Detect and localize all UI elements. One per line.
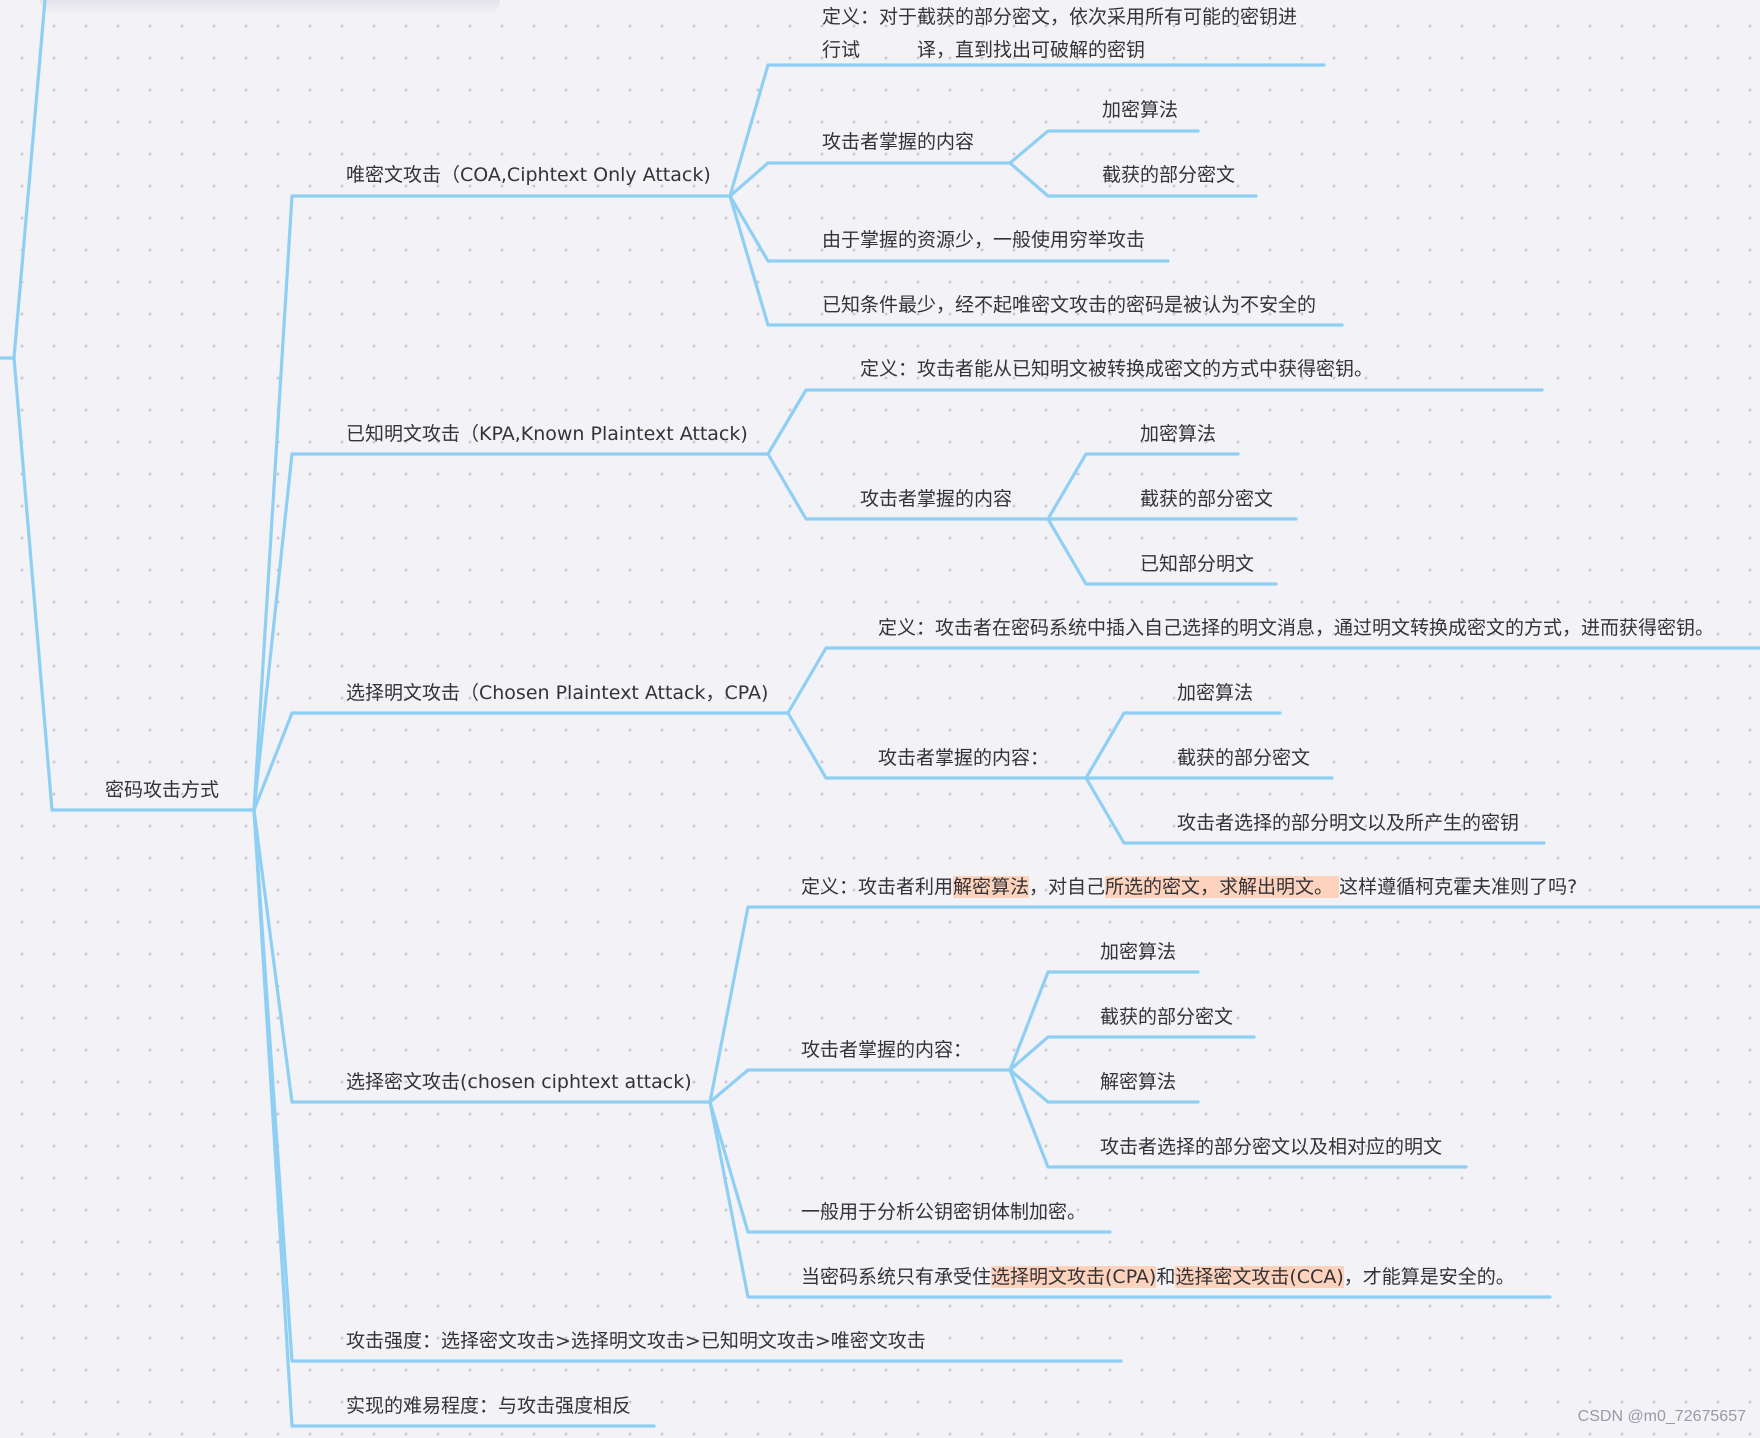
node-cca-attacker-knows[interactable]: 攻击者掌握的内容： <box>801 1039 973 1061</box>
node-kpa-known-plaintext[interactable]: 已知部分明文 <box>1140 553 1255 575</box>
node-cca-decryption-algorithm[interactable]: 解密算法 <box>1100 1071 1177 1093</box>
node-kpa-attacker-knows[interactable]: 攻击者掌握的内容 <box>860 488 1013 510</box>
node-coa-intercepted-ciphertext[interactable]: 截获的部分密文 <box>1102 164 1236 186</box>
edge-cca-public-key <box>708 1100 1112 1234</box>
edge-root <box>12 356 256 812</box>
node-cpa-attacker-knows[interactable]: 攻击者掌握的内容： <box>878 747 1050 769</box>
edge-cpa-definition <box>786 646 1760 715</box>
node-coa[interactable]: 唯密文攻击（COA,Ciphtext Only Attack) <box>346 164 711 186</box>
node-coa-encryption-algorithm[interactable]: 加密算法 <box>1102 99 1179 121</box>
edge-coa-attacker-knows <box>728 161 1012 198</box>
node-cpa-definition[interactable]: 定义：攻击者在密码系统中插入自己选择的明文消息，通过明文转换成密文的方式，进而获… <box>878 617 1715 639</box>
node-cca-encryption-algorithm[interactable]: 加密算法 <box>1100 941 1177 963</box>
node-coa-attacker-knows[interactable]: 攻击者掌握的内容 <box>822 131 975 153</box>
edge-kpa-encryption-algorithm <box>1046 452 1240 521</box>
edge-coa-intercepted-ciphertext <box>1008 161 1258 198</box>
node-cca-security-condition[interactable]: 当密码系统只有承受住选择明文攻击(CPA)和选择密文攻击(CCA)，才能算是安全… <box>801 1266 1515 1288</box>
watermark: CSDN @m0_72675657 <box>1577 1408 1746 1425</box>
edge-cpa-encryption-algorithm <box>1084 711 1282 780</box>
edge-kpa-known-plaintext <box>1046 517 1278 586</box>
edge-cca-definition <box>708 905 1760 1104</box>
edge-cca-intercepted-ciphertext <box>1008 1035 1256 1072</box>
node-cca-intercepted-ciphertext[interactable]: 截获的部分密文 <box>1100 1006 1234 1028</box>
node-coa-definition[interactable]: 定义：对于截获的部分密文，依次采用所有可能的密钥进 行试 译，直到找出可破解的密… <box>822 6 1298 61</box>
edge-coa <box>252 194 732 812</box>
edge-kpa <box>252 452 770 812</box>
edge-cca-encryption-algorithm <box>1008 970 1200 1072</box>
node-cca-definition[interactable]: 定义：攻击者利用解密算法，对自己所选的密文，求解出明文。 这样遵循柯克霍夫准则了… <box>801 876 1578 898</box>
edge-cpa <box>252 711 790 812</box>
node-kpa-encryption-algorithm[interactable]: 加密算法 <box>1140 423 1217 445</box>
edge-kpa-attacker-knows <box>766 452 1050 521</box>
edge-cca-security-condition <box>708 1100 1552 1299</box>
edge-coa-definition <box>728 63 1326 198</box>
node-attack-strength[interactable]: 攻击强度：选择密文攻击>选择明文攻击>已知明文攻击>唯密文攻击 <box>346 1330 926 1352</box>
node-kpa-definition[interactable]: 定义：攻击者能从已知明文被转换成密文的方式中获得密钥。 <box>860 358 1374 380</box>
edge-cpa-chosen-plaintext-key <box>1084 776 1546 845</box>
node-cca-chosen-ciphertext-plaintext[interactable]: 攻击者选择的部分密文以及相对应的明文 <box>1100 1136 1443 1158</box>
highlight-decryption-algorithm: 解密算法 <box>953 876 1030 898</box>
node-cpa-encryption-algorithm[interactable]: 加密算法 <box>1177 682 1254 704</box>
node-cpa-intercepted-ciphertext[interactable]: 截获的部分密文 <box>1177 747 1311 769</box>
edge-cca-decryption-algorithm <box>1008 1068 1200 1104</box>
edge-coa-encryption-algorithm <box>1008 129 1200 165</box>
node-kpa-intercepted-ciphertext[interactable]: 截获的部分密文 <box>1140 488 1274 510</box>
edge-cca-chosen-ciphertext-plaintext <box>1008 1068 1468 1169</box>
highlight-cca: 选择密文攻击(CCA) <box>1175 1266 1344 1288</box>
node-cpa[interactable]: 选择明文攻击（Chosen Plaintext Attack，CPA) <box>346 682 769 704</box>
edge-coa-exhaustive <box>728 194 1170 263</box>
node-cpa-chosen-plaintext-key[interactable]: 攻击者选择的部分明文以及所产生的密钥 <box>1177 812 1520 834</box>
edge-kpa-definition <box>766 388 1544 456</box>
node-implementation-difficulty[interactable]: 实现的难易程度：与攻击强度相反 <box>346 1395 632 1417</box>
node-root[interactable]: 密码攻击方式 <box>105 779 220 801</box>
edge-cpa-attacker-knows <box>786 711 1088 780</box>
node-cca[interactable]: 选择密文攻击(chosen ciphtext attack) <box>346 1071 692 1093</box>
top-shadow <box>40 0 500 14</box>
node-cca-public-key-analysis[interactable]: 一般用于分析公钥密钥体制加密。 <box>801 1201 1087 1223</box>
edge-coa-least-conditions <box>728 194 1344 327</box>
edge-difficulty <box>252 808 656 1428</box>
edge-offscreen-upper <box>12 0 47 360</box>
edge-cca-attacker-knows <box>708 1068 1012 1104</box>
node-coa-exhaustive-attack[interactable]: 由于掌握的资源少，一般使用穷举攻击 <box>822 229 1146 251</box>
edge-cca <box>252 808 712 1104</box>
node-coa-least-conditions[interactable]: 已知条件最少，经不起唯密文攻击的密码是被认为不安全的 <box>822 294 1317 316</box>
highlight-cpa: 选择明文攻击(CPA) <box>991 1266 1157 1288</box>
node-kpa[interactable]: 已知明文攻击（KPA,Known Plaintext Attack) <box>346 423 748 445</box>
highlight-chosen-ciphertext: 所选的密文，求解出明文。 <box>1105 876 1340 898</box>
